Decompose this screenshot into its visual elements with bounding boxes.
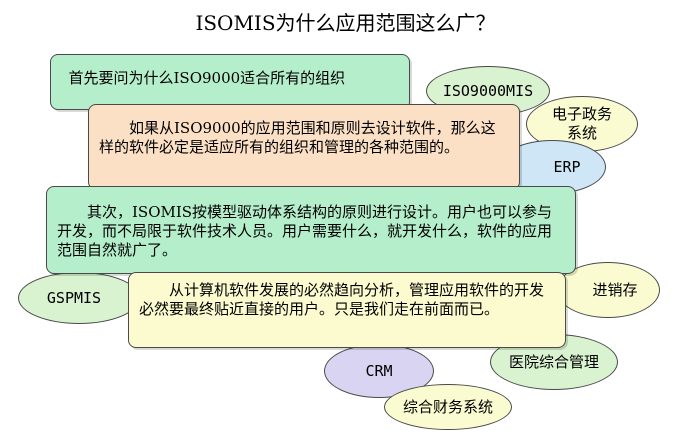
ellipse-label: ERP xyxy=(553,157,581,176)
ellipse-label: 进销存 xyxy=(592,280,638,299)
ellipse-finance: 综合财务系统 xyxy=(384,384,512,430)
ellipse-jxc: 进销存 xyxy=(556,262,660,318)
ellipse-label: 电子政务系统 xyxy=(551,105,612,142)
text-box-3: 其次，ISOMIS按模型驱动体系结构的原则进行设计。用户也可以参与开发，而不局限… xyxy=(46,186,576,274)
ellipse-egov: 电子政务系统 xyxy=(526,96,638,152)
text-box-2-content: 如果从ISO9000的应用范围和原则去设计软件，那么这样的软件必定是适应所有的组… xyxy=(99,119,496,156)
text-box-4-content: 从计算机软件发展的必然趋向分析，管理应用软件的开发必然要最终贴近直接的用户。只是… xyxy=(139,281,545,318)
text-box-4: 从计算机软件发展的必然趋向分析，管理应用软件的开发必然要最终贴近直接的用户。只是… xyxy=(128,272,566,348)
text-box-2: 如果从ISO9000的应用范围和原则去设计软件，那么这样的软件必定是适应所有的组… xyxy=(88,104,520,190)
page-title: ISOMIS为什么应用范围这么广？ xyxy=(195,11,496,35)
ellipse-label: 综合财务系统 xyxy=(402,397,493,416)
ellipse-gspmis: GSPMIS xyxy=(18,272,140,324)
ellipse-label: CRM xyxy=(365,361,393,380)
text-box-1-content: 首先要问为什么ISO9000适合所有的组织 xyxy=(68,69,346,87)
ellipse-label: 医院综合管理 xyxy=(508,352,599,371)
text-box-1: 首先要问为什么ISO9000适合所有的组织 xyxy=(50,54,410,110)
ellipse-label: ISO9000MIS xyxy=(442,81,534,100)
text-box-3-content: 其次，ISOMIS按模型驱动体系结构的原则进行设计。用户也可以参与开发，而不局限… xyxy=(57,203,553,259)
ellipse-label: GSPMIS xyxy=(46,288,102,307)
